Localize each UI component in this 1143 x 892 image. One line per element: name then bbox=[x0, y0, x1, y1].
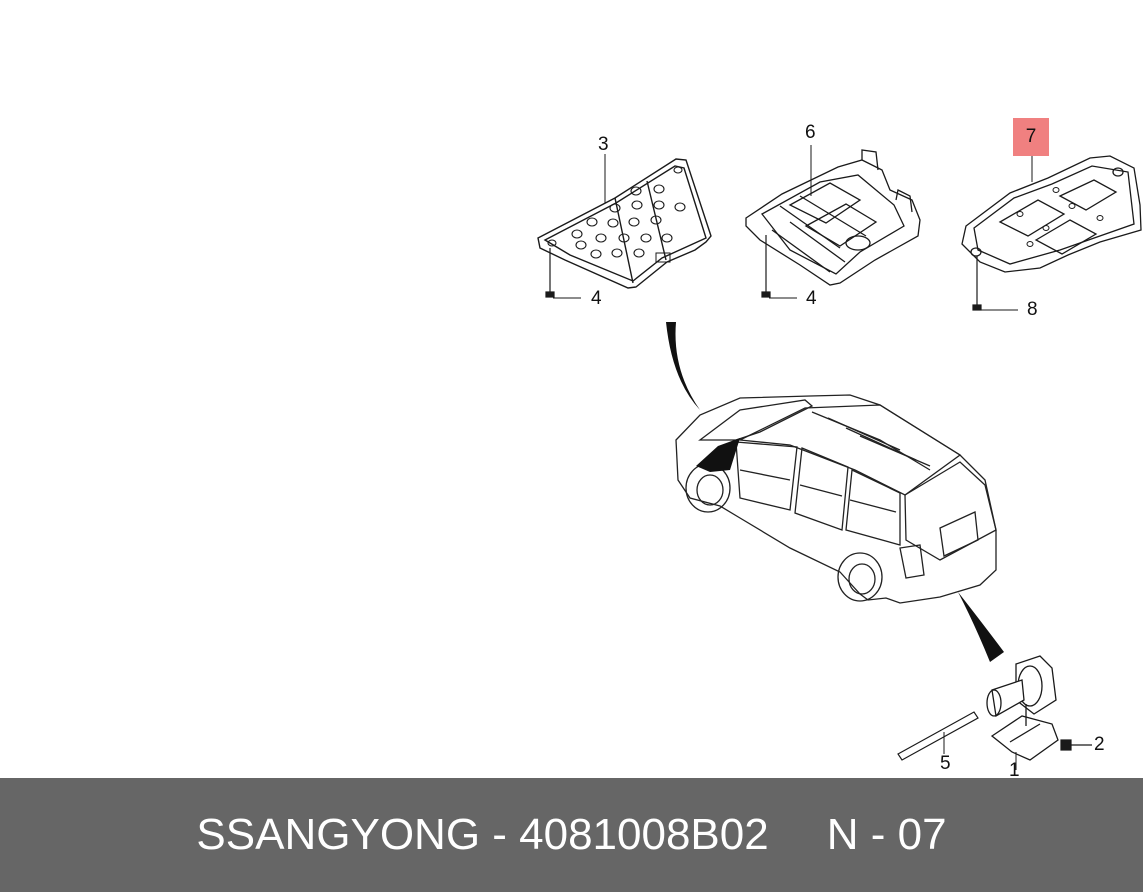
bolt-icon bbox=[972, 256, 982, 311]
callout-4[interactable]: 4 bbox=[591, 288, 602, 309]
callout-4[interactable]: 4 bbox=[806, 288, 817, 309]
callout-5[interactable]: 5 bbox=[940, 753, 951, 774]
bolt-icon bbox=[761, 235, 771, 298]
arrow-icon bbox=[666, 322, 700, 410]
page-reference-text: N - 07 bbox=[826, 810, 947, 859]
arrow-icon bbox=[958, 592, 1004, 662]
callout-3[interactable]: 3 bbox=[598, 134, 609, 155]
callout-2[interactable]: 2 bbox=[1094, 734, 1105, 755]
callout-1[interactable]: 1 bbox=[1009, 760, 1020, 781]
highlight-area bbox=[696, 438, 740, 472]
callout-7[interactable]: 7 bbox=[1025, 126, 1037, 147]
strap-icon[interactable] bbox=[897, 711, 979, 761]
engine-undercover-icon[interactable] bbox=[745, 149, 921, 286]
skid-plate-icon[interactable] bbox=[537, 158, 712, 289]
bolt-icon bbox=[545, 248, 555, 298]
suv-vehicle-icon bbox=[675, 394, 997, 604]
bolt-icon bbox=[1060, 739, 1092, 751]
footer-bar: SSANGYONG - 4081008B02 N - 07 bbox=[0, 778, 1143, 892]
horn-assembly-icon[interactable] bbox=[986, 655, 1059, 761]
callout-6[interactable]: 6 bbox=[805, 122, 816, 143]
transmission-undercover-icon[interactable] bbox=[961, 155, 1142, 273]
callout-8[interactable]: 8 bbox=[1027, 299, 1038, 320]
callout-highlight bbox=[1013, 118, 1049, 156]
part-number-text: SSANGYONG - 4081008B02 bbox=[196, 810, 769, 859]
